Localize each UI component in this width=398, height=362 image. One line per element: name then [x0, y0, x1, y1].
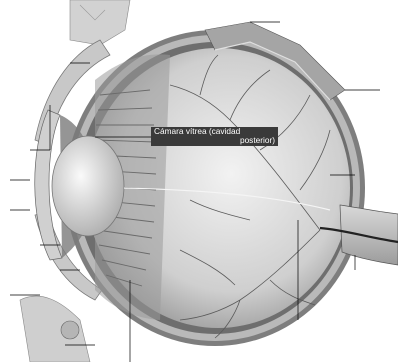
lens [52, 136, 124, 236]
label-line-2: posterior) [154, 136, 275, 145]
vitreous-chamber-label: Cámara vítrea (cavidad posterior) [151, 127, 278, 146]
